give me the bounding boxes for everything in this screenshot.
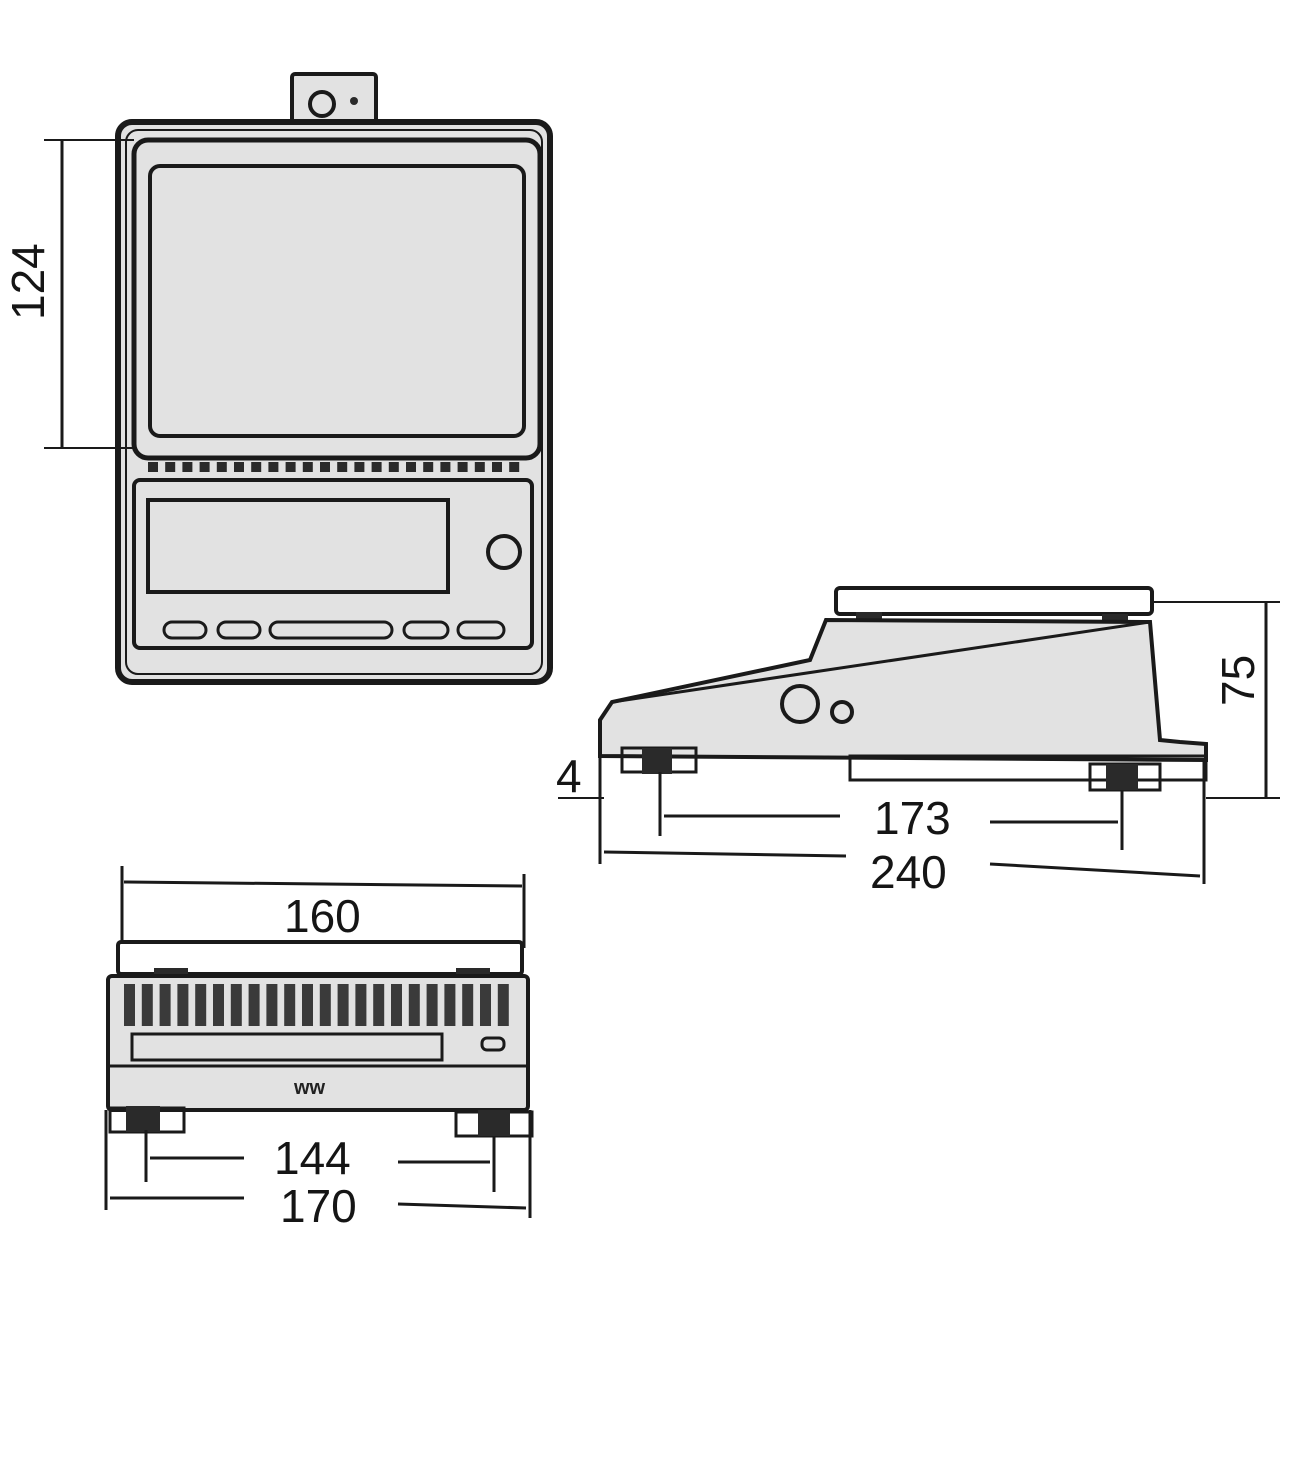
front-indicator [480, 1036, 506, 1052]
front-vent-slot [195, 984, 207, 1026]
weighing-pan [131, 137, 543, 461]
front-vent-slot [266, 984, 278, 1026]
side-housing-seam [611, 620, 1151, 704]
dimension-label-144: 144 [274, 1132, 351, 1184]
dimension-label-4: 4 [556, 750, 582, 802]
front-vent-slot [124, 984, 135, 1026]
front-vent-slot [462, 984, 474, 1026]
dim-line-170-right [397, 1202, 527, 1210]
vent-slot [371, 462, 382, 472]
dim-line-240-left [603, 850, 847, 858]
front-foot-left-core [126, 1106, 160, 1132]
vent-slot [302, 462, 313, 472]
side-foot-right-core [1106, 764, 1138, 790]
dimension-label-124: 124 [2, 243, 54, 320]
front-vent-slot [302, 984, 313, 1026]
dim-line-240-right [989, 862, 1201, 878]
key-button-3 [268, 620, 394, 640]
vent-slot [474, 462, 485, 472]
control-panel [132, 478, 534, 650]
vent-slot [320, 462, 330, 472]
front-vent-slot [319, 984, 331, 1026]
level-dot-icon [350, 97, 358, 105]
key-button-4 [402, 620, 450, 640]
front-vent-slot [408, 984, 420, 1026]
front-vent-slot [141, 984, 153, 1026]
front-vent-slot [159, 984, 171, 1026]
vent-slot [216, 462, 227, 472]
front-foot-right-core [478, 1110, 510, 1136]
vent-slot [440, 462, 451, 472]
vent-slot [509, 462, 520, 472]
front-vent-slot [426, 984, 438, 1026]
vent-slot [354, 462, 365, 472]
front-vent-grille [124, 984, 509, 1026]
vent-slot [234, 462, 244, 472]
vent-slot [251, 462, 262, 472]
front-pan-support-2 [456, 968, 490, 978]
side-housing [598, 617, 1208, 763]
dimension-label-75: 75 [1212, 655, 1264, 706]
vent-slot [165, 462, 176, 472]
vent-slot [423, 462, 434, 472]
top-view: 124 [2, 72, 553, 685]
front-vent-slot [230, 984, 242, 1026]
front-vent-slot [177, 984, 189, 1026]
key-button-5 [456, 620, 506, 640]
front-vent-slot [213, 984, 224, 1026]
side-view: 75 4 173 240 [556, 586, 1280, 898]
vent-slot [182, 462, 193, 472]
vent-slot [337, 462, 348, 472]
front-vent-slot [337, 984, 349, 1026]
vent-strip [148, 462, 520, 472]
vent-slot [199, 462, 210, 472]
side-pan-support-2 [1102, 614, 1128, 624]
side-foot-left-core [642, 748, 672, 774]
display-window [146, 498, 450, 594]
vent-slot [457, 462, 468, 472]
front-view: 160 ww 144 170 [104, 866, 534, 1232]
vent-slot [268, 462, 279, 472]
front-pan-support [154, 968, 188, 978]
dim-line-160 [123, 880, 523, 888]
front-vent-slot [248, 984, 260, 1026]
key-button-1 [162, 620, 208, 640]
side-pan-support [856, 612, 882, 622]
level-indicator-icon [308, 90, 336, 118]
front-connector-mark: ww [293, 1077, 326, 1099]
vent-slot [492, 462, 502, 472]
vent-slot [406, 462, 416, 472]
front-vent-slot [497, 984, 509, 1026]
front-vent-slot [373, 984, 385, 1026]
key-button-2 [216, 620, 262, 640]
side-knob-large [780, 684, 820, 724]
vent-slot [148, 462, 158, 472]
power-knob [486, 534, 522, 570]
front-vent-slot [355, 984, 367, 1026]
dimension-label-170: 170 [280, 1180, 357, 1232]
weighing-pan-surface [148, 164, 526, 438]
dimension-label-173: 173 [874, 792, 951, 844]
side-base [848, 754, 1208, 782]
housing-outline [115, 119, 553, 685]
dimension-label-240: 240 [870, 846, 947, 898]
dimension-label-160: 160 [284, 890, 361, 942]
vent-slot [388, 462, 399, 472]
side-pan [834, 586, 1154, 616]
front-vent-slot [391, 984, 402, 1026]
front-vent-slot [480, 984, 491, 1026]
front-vent-slot [444, 984, 456, 1026]
front-display-slot [130, 1032, 444, 1062]
side-knob-small [830, 700, 854, 724]
vent-slot [285, 462, 296, 472]
front-vent-slot [284, 984, 296, 1026]
